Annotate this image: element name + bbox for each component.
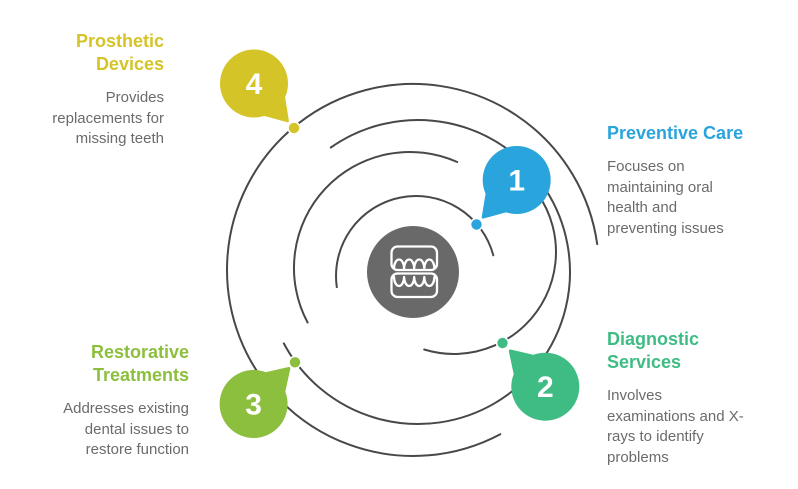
spiral-dot-3 [288, 355, 302, 369]
item-block-prosthetic-devices: Prosthetic Devices Provides replacements… [24, 30, 164, 150]
spiral-dot-2 [495, 336, 510, 350]
item-description-diagnostic-services: Involves examinations and X-rays to iden… [607, 387, 744, 466]
number-bubble-4: 4 [220, 49, 289, 123]
bubble-number: 3 [245, 389, 262, 422]
item-title-diagnostic-services: Diagnostic Services [607, 329, 700, 372]
bubble-number: 4 [246, 68, 263, 101]
item-title-prosthetic-devices: Prosthetic Devices [75, 31, 164, 74]
bubble-number: 1 [508, 165, 525, 198]
bubble-circle [219, 370, 288, 438]
item-block-preventive-care: Preventive Care Focuses on maintaining o… [607, 122, 747, 239]
item-description-prosthetic-devices: Provides replacements for missing teeth [52, 89, 164, 147]
item-title-preventive-care: Preventive Care [607, 123, 744, 143]
center-disc [367, 226, 459, 318]
number-bubble-1: 1 [481, 146, 551, 219]
item-block-restorative-treatments: Restorative Treatments Addresses existin… [47, 341, 189, 461]
spiral-dot-1 [469, 217, 484, 232]
spiral-arc [226, 83, 599, 457]
spiral-arc [293, 151, 459, 324]
bubble-number: 2 [537, 371, 554, 404]
teeth-denture-icon [390, 245, 439, 299]
item-title-restorative-treatments: Restorative Treatments [90, 342, 189, 385]
item-block-diagnostic-services: Diagnostic Services Involves examination… [607, 328, 747, 468]
item-description-preventive-care: Focuses on maintaining oral health and p… [607, 158, 724, 237]
bubble-circle [511, 352, 580, 421]
number-bubble-3: 3 [219, 367, 291, 438]
bubble-circle [220, 49, 288, 118]
spiral-dot-4 [287, 121, 301, 135]
number-bubble-2: 2 [508, 349, 580, 421]
center-circle [367, 226, 459, 318]
bubble-circle [482, 146, 551, 214]
item-description-restorative-treatments: Addresses existing dental issues to rest… [63, 400, 189, 458]
spiral-arc [282, 119, 571, 426]
